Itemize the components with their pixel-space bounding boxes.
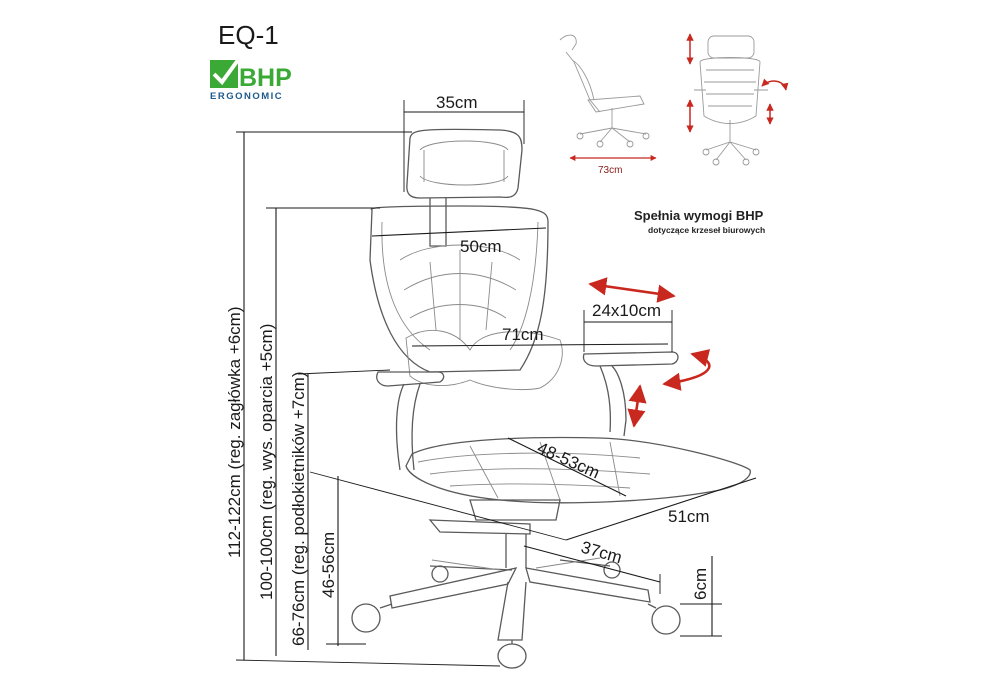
armrest-pad-label: 24x10cm	[592, 301, 661, 320]
armrest-height-label: 66-76cm (reg. podłokietników +7cm)	[289, 372, 308, 646]
armrest-slide-arrow	[588, 277, 676, 303]
caster-height-label: 6cm	[691, 568, 710, 600]
seat-depth-label: 48-53cm	[534, 438, 602, 482]
headrest-width-label: 35cm	[436, 93, 478, 112]
thumbnail-side-view: 73cm	[559, 34, 657, 176]
logo-text: BHP	[239, 64, 292, 92]
chair-illustration	[351, 128, 751, 669]
total-height-label: 112-122cm (reg. zagłówka +6cm)	[225, 307, 244, 559]
armrest-rotate-arrow	[662, 349, 711, 391]
model-title: EQ-1	[218, 20, 279, 50]
thumbnail-rear-view	[686, 33, 789, 166]
dimension-lines	[235, 100, 757, 667]
compliance-title: Spełnia wymogi BHP	[634, 208, 764, 223]
backrest-width-label: 50cm	[460, 237, 502, 256]
bhp-logo: BHP ERGONOMIC	[210, 58, 292, 102]
compliance-subtitle: dotyczące krzeseł biurowych	[648, 225, 765, 235]
thumbnail-width-label: 73cm	[598, 165, 622, 176]
adjustment-arrows	[588, 277, 711, 428]
logo-subtext: ERGONOMIC	[210, 91, 283, 102]
seat-height-label: 46-56cm	[319, 532, 338, 598]
armrest-height-arrow	[627, 384, 647, 428]
backrest-height-label: 100-100cm (reg. wys. oparcia +5cm)	[257, 324, 276, 600]
seat-width-label: 51cm	[668, 507, 710, 526]
armrest-span-label: 71cm	[502, 325, 544, 344]
